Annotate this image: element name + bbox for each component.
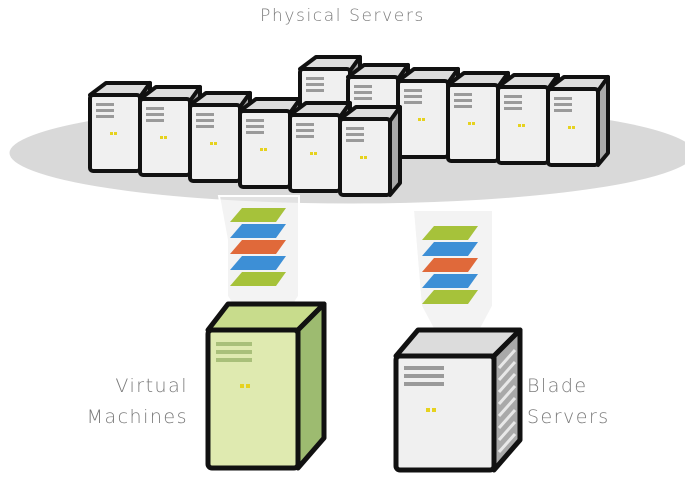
virtual-machine-server-icon <box>205 301 327 471</box>
blade-servers-label-line2: Servers <box>527 406 610 428</box>
physical-server-icon <box>546 75 610 167</box>
blade-servers-label-line1: Blade <box>527 375 588 397</box>
blade-server-icon <box>393 327 523 473</box>
physical-server-icon <box>338 105 402 197</box>
virtualization-funnel-right <box>411 209 494 337</box>
virtual-machines-label-line1: Virtual <box>115 375 188 397</box>
diagram-title: Physical Servers <box>260 6 425 26</box>
virtual-machines-label-line2: Machines <box>86 406 188 428</box>
